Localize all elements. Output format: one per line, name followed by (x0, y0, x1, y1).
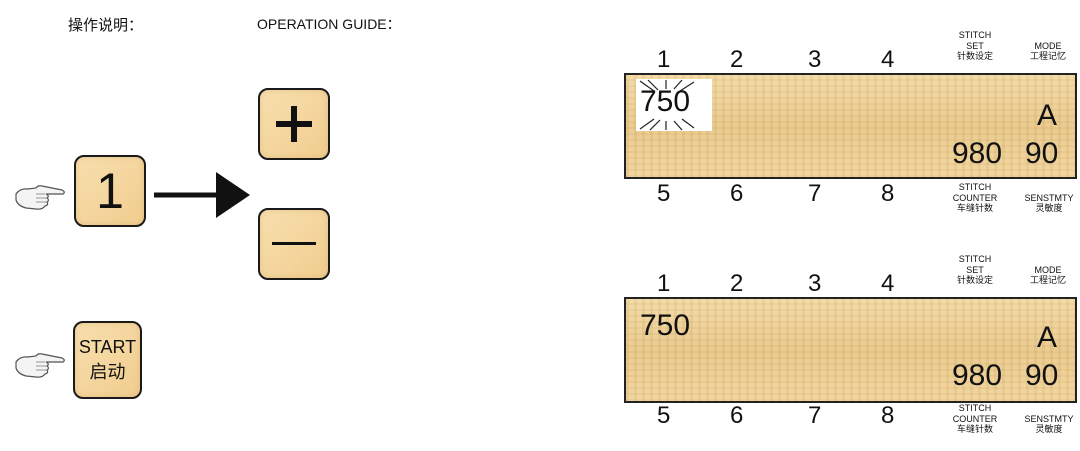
sensitivity-label: SENSTMTY 灵敏度 (1020, 193, 1078, 215)
minus-icon (272, 239, 316, 249)
position-label-8: 8 (881, 180, 894, 208)
stitch-counter-label: STITCH COUNTER 车缝针数 (947, 182, 1003, 215)
position-label-3: 3 (808, 46, 821, 74)
control-panel-blinking: 1 2 3 4 STITCH SET 针数设定 MODE 工程记忆 (620, 0, 1080, 222)
pointing-hand-icon (14, 180, 68, 214)
sensitivity-value: 90 (1025, 359, 1058, 393)
position-label-6: 6 (730, 402, 743, 430)
position-label-5: 5 (657, 402, 670, 430)
position-label-6: 6 (730, 180, 743, 208)
right-arrow-icon (152, 170, 252, 220)
stitch-set-value: 750 (640, 85, 690, 119)
position-label-2: 2 (730, 46, 743, 74)
position-label-7: 7 (808, 402, 821, 430)
control-panel-confirmed: 1 2 3 4 STITCH SET 针数设定 MODE 工程记忆 750 A … (620, 222, 1080, 451)
plus-key[interactable] (258, 88, 330, 160)
counter-value: 980 (952, 137, 1002, 171)
stitch-set-value: 750 (640, 309, 690, 343)
blink-highlight: 750 (636, 79, 712, 131)
stitch-counter-label: STITCH COUNTER 车缝针数 (947, 403, 1003, 436)
position-label-7: 7 (808, 180, 821, 208)
position-label-4: 4 (881, 46, 894, 74)
plus-icon (274, 104, 314, 144)
sensitivity-label: SENSTMTY 灵敏度 (1020, 414, 1078, 436)
counter-value: 980 (952, 359, 1002, 393)
position-label-2: 2 (730, 270, 743, 298)
position-label-1: 1 (657, 270, 670, 298)
position-label-1: 1 (657, 46, 670, 74)
mode-label: MODE 工程记忆 (1020, 265, 1076, 287)
position-label-3: 3 (808, 270, 821, 298)
mode-value: A (1037, 99, 1057, 133)
stitch-set-label: STITCH SET 针数设定 (947, 30, 1003, 63)
start-key[interactable]: START 启动 (73, 321, 142, 399)
position-label-5: 5 (657, 180, 670, 208)
start-label-cn: 启动 (90, 360, 126, 386)
lcd-display: 750 A 980 90 (624, 73, 1077, 179)
number-key-1[interactable]: 1 (74, 155, 146, 227)
lcd-display: 750 A 980 90 (624, 297, 1077, 403)
sensitivity-value: 90 (1025, 137, 1058, 171)
start-label-en: START (79, 334, 136, 360)
number-key-label: 1 (96, 162, 124, 220)
pointing-hand-icon (14, 348, 68, 382)
mode-label: MODE 工程记忆 (1020, 41, 1076, 63)
position-label-4: 4 (881, 270, 894, 298)
position-label-8: 8 (881, 402, 894, 430)
guide-title-en: OPERATION GUIDE： (257, 14, 401, 34)
mode-value: A (1037, 321, 1057, 355)
stitch-set-label: STITCH SET 针数设定 (947, 254, 1003, 287)
minus-key[interactable] (258, 208, 330, 280)
guide-title-cn: 操作说明： (68, 14, 143, 35)
